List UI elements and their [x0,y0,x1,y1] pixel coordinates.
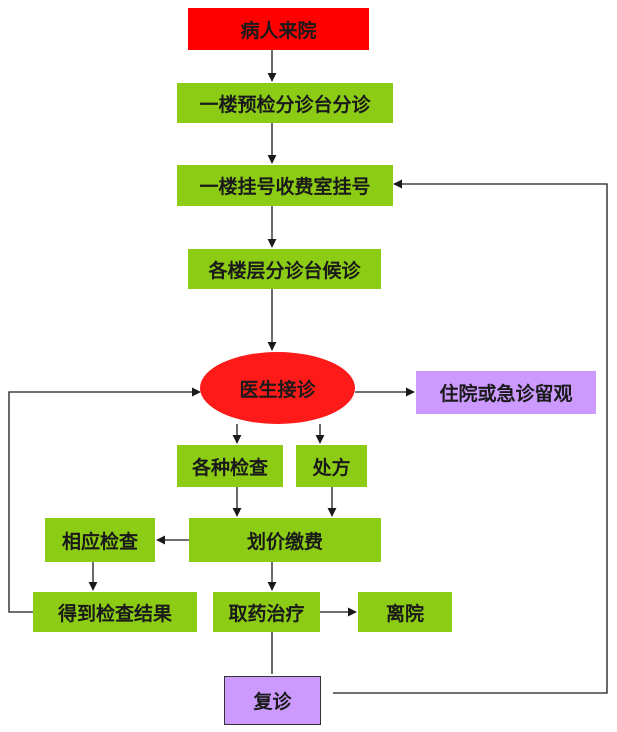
node-floor-wait: 各楼层分诊台候诊 [188,249,381,289]
node-exam-results: 得到检查结果 [33,592,197,632]
node-pricing-payment: 划价缴费 [189,518,381,562]
node-register-1f: 一楼挂号收费室挂号 [177,165,393,206]
node-arrival: 病人来院 [188,8,369,50]
node-hospitalize: 住院或急诊留观 [416,371,596,414]
node-exams: 各种检查 [177,445,283,487]
node-triage-1f: 一楼预检分诊台分诊 [177,83,393,123]
node-exam-match: 相应检查 [45,518,155,562]
node-prescription: 处方 [296,445,367,487]
arrow-revisit-back-to-register [333,179,608,694]
node-leave: 离院 [358,592,452,632]
node-doctor-visit: 医生接诊 [200,352,355,424]
node-get-medicine: 取药治疗 [213,592,320,632]
arrow-results-back-to-doctor [8,387,201,613]
node-revisit: 复诊 [224,676,321,725]
